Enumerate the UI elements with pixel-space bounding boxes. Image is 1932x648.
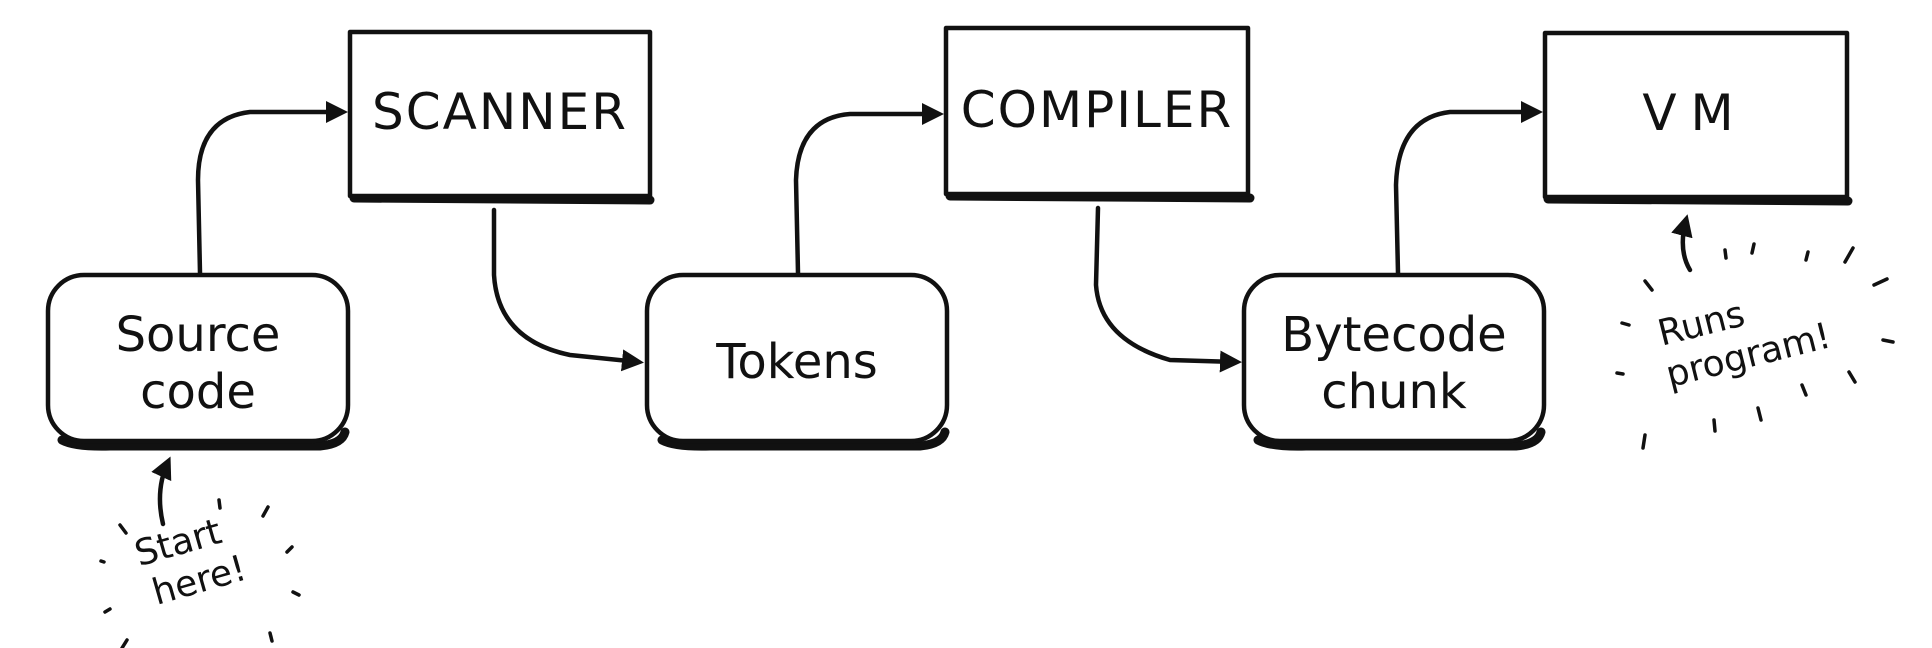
artifact-source-code: Source code xyxy=(45,272,351,451)
arrow-compiler-to-bytecode xyxy=(1093,205,1242,373)
scanner-box xyxy=(347,29,653,199)
compiler-box xyxy=(943,25,1251,197)
arrow-tokens-to-compiler xyxy=(793,103,944,276)
stage-compiler: COMPILER xyxy=(943,25,1255,203)
vm-box xyxy=(1542,30,1850,200)
annotation-runs-program: Runs program! xyxy=(1615,214,1895,450)
compiler-label: COMPILER xyxy=(961,81,1234,139)
vm-label: VM xyxy=(1642,84,1747,142)
arrow-source-to-scanner xyxy=(195,101,348,276)
arrow-bytecode-to-vm xyxy=(1393,101,1543,276)
bytecode-chunk-label-line1: Bytecode xyxy=(1281,307,1506,363)
stage-scanner: SCANNER xyxy=(347,29,655,205)
artifact-bytecode-chunk: Bytecode chunk xyxy=(1241,272,1547,451)
arrow-scanner-to-tokens xyxy=(491,207,644,372)
annotation-start-here: Start here! xyxy=(99,456,301,648)
start-here-arrow xyxy=(151,456,172,527)
source-code-box xyxy=(45,272,351,444)
artifact-tokens: Tokens xyxy=(644,272,950,451)
burst-marks xyxy=(99,498,301,648)
burst-marks xyxy=(1615,242,1895,450)
bytecode-chunk-label-line2: chunk xyxy=(1321,364,1467,420)
box-shadow xyxy=(1253,427,1546,451)
bytecode-chunk-box xyxy=(1241,272,1547,444)
tokens-label: Tokens xyxy=(715,334,878,390)
runs-program-arrow xyxy=(1671,214,1693,273)
box-shadow xyxy=(57,427,350,451)
stage-vm: VM xyxy=(1542,30,1853,206)
source-code-label-line2: code xyxy=(140,364,256,420)
box-shadow xyxy=(1543,194,1853,206)
box-shadow xyxy=(945,191,1255,203)
box-shadow xyxy=(657,427,950,451)
box-shadow xyxy=(349,193,655,205)
scanner-label: SCANNER xyxy=(372,83,628,141)
source-code-label-line1: Source xyxy=(116,307,281,363)
